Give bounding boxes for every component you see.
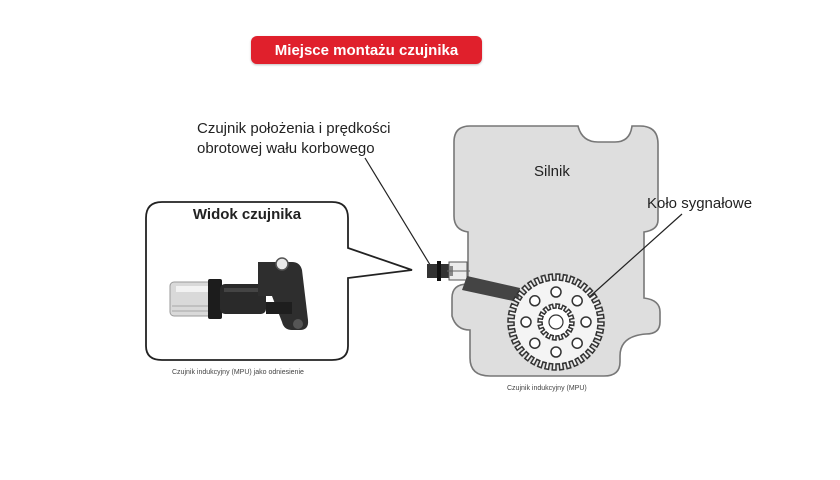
sensor-leader-line: [364, 157, 433, 269]
engine-label: Silnik: [534, 163, 570, 180]
wheel-hole: [550, 346, 562, 358]
signal-wheel-label: Koło sygnałowe: [647, 195, 753, 212]
wheel-hole: [529, 295, 541, 307]
signal-wheel-icon: [507, 273, 605, 371]
caption-mpu: Czujnik indukcyjny (MPU): [507, 385, 587, 392]
wheel-hole: [550, 286, 562, 298]
wheel-hole: [529, 337, 541, 349]
sensor-name-line1: Czujnik położenia i prędkości: [197, 120, 391, 137]
caption-reference: Czujnik indukcyjny (MPU) jako odniesieni…: [172, 369, 304, 376]
sensor-name-line2: obrotowej wału korbowego: [197, 140, 375, 157]
wheel-center: [548, 314, 564, 330]
sensor-name-label: Czujnik położenia i prędkości obrotowej …: [197, 119, 390, 159]
wheel-leader-line: [585, 213, 683, 301]
wheel-hole: [571, 337, 583, 349]
wheel-hole: [520, 316, 532, 328]
page-title: Miejsce montażu czujnika: [251, 36, 482, 64]
engine-sensor-icon: [427, 261, 520, 302]
sensor-view-title: Widok czujnika: [192, 206, 302, 223]
sensor-photo-icon: [169, 257, 309, 330]
wheel-hole: [580, 316, 592, 328]
wheel-hole: [571, 295, 583, 307]
